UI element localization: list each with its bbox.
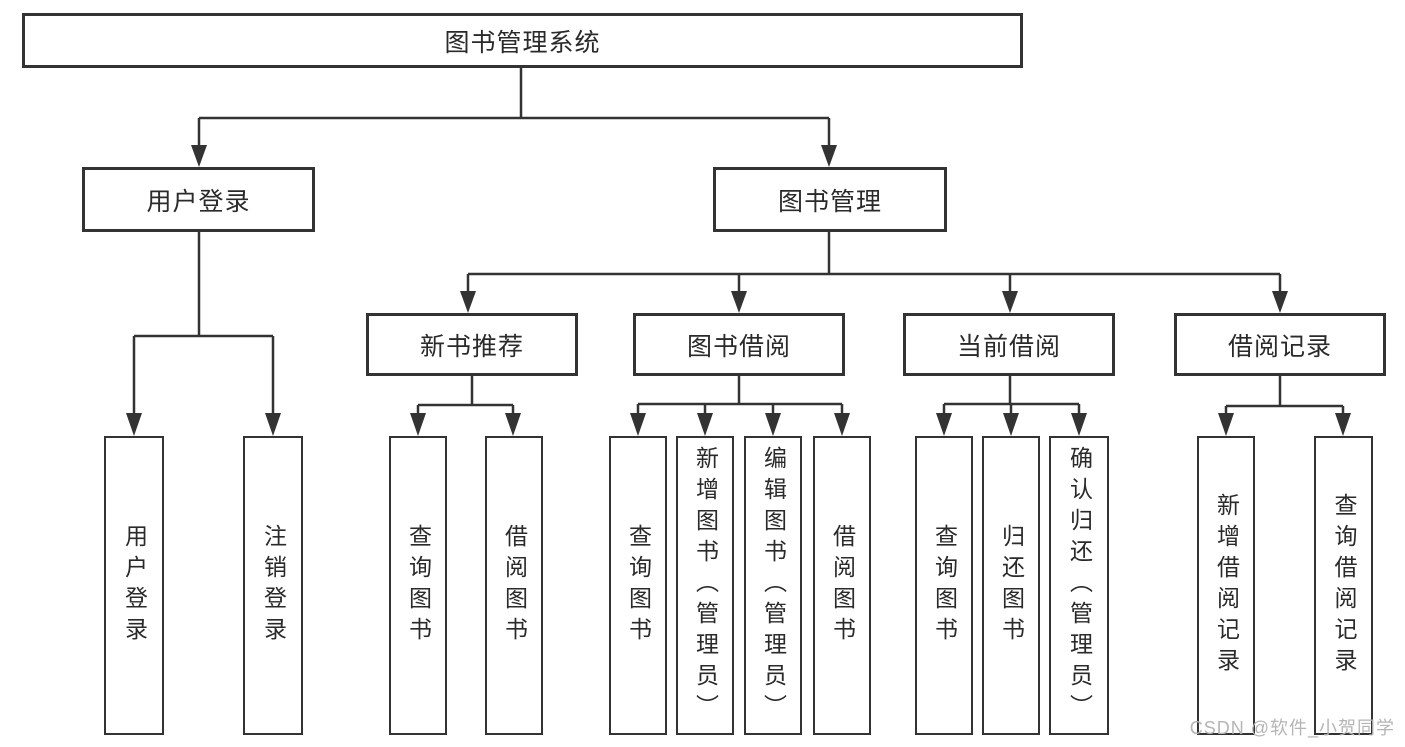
node-current-borrowing: 当前借阅 (903, 313, 1115, 376)
leaf-borrow-books-recommend: 借阅图书 (485, 436, 543, 735)
node-new-book-recommend: 新书推荐 (366, 313, 578, 376)
leaf-query-books-recommend: 查询图书 (389, 436, 447, 735)
node-book-management: 图书管理 (713, 167, 947, 232)
leaf-return-books: 归还图书 (982, 436, 1040, 735)
leaf-user-login: 用户登录 (104, 436, 164, 735)
leaf-add-books-admin: 新增图书（管理员） (676, 436, 734, 735)
node-user-login-group: 用户登录 (82, 167, 315, 232)
watermark: CSDN @软件_小贺同学 (1189, 718, 1395, 738)
leaf-add-borrow-record: 新增借阅记录 (1197, 436, 1255, 735)
leaf-edit-books-admin: 编辑图书（管理员） (744, 436, 802, 735)
leaf-borrow-books-borrowing: 借阅图书 (813, 436, 871, 735)
node-borrowing-records: 借阅记录 (1174, 313, 1386, 376)
node-root: 图书管理系统 (22, 13, 1023, 68)
leaf-query-books-borrowing: 查询图书 (609, 436, 667, 735)
node-book-borrowing: 图书借阅 (633, 313, 845, 376)
leaf-logout-login: 注销登录 (243, 436, 303, 735)
leaf-query-borrow-record: 查询借阅记录 (1314, 436, 1373, 735)
leaf-confirm-return-admin: 确认归还（管理员） (1049, 436, 1109, 735)
leaf-query-books-current: 查询图书 (915, 436, 973, 735)
